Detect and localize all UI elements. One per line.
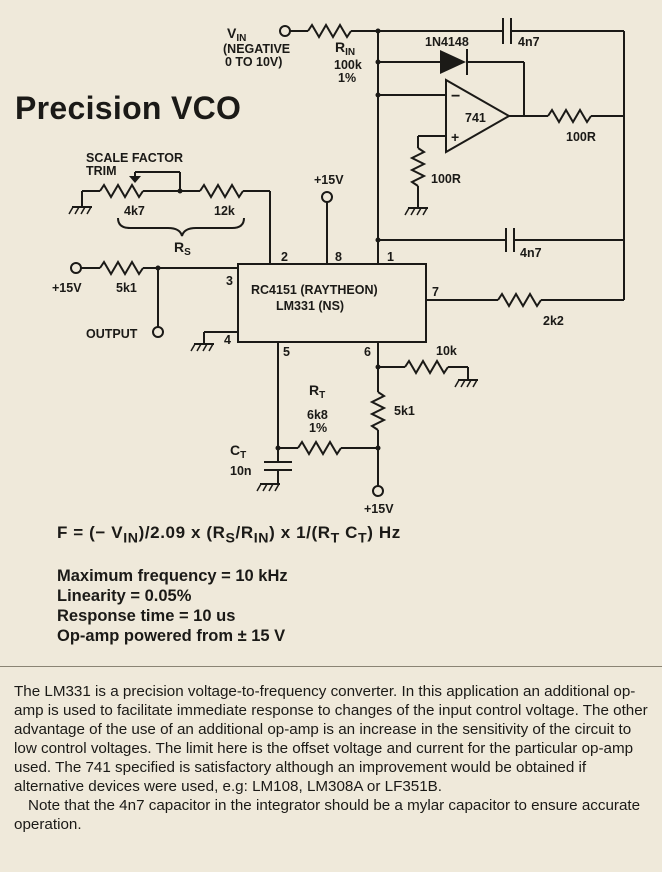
supply-top-label: +15V (314, 173, 344, 187)
scale-trim-pot (99, 183, 144, 199)
r-100r-plus (409, 147, 427, 187)
frequency-formula: F = (− VIN)/2.09 x (RS/RIN) x 1/(RT CT) … (57, 523, 401, 547)
paragraph-1: The LM331 is a precision voltage-to-freq… (14, 683, 648, 795)
opamp-741 (445, 78, 512, 154)
rt-value-2: 1% (309, 421, 327, 435)
opamp-label: 741 (465, 111, 486, 125)
ground-symbol (404, 207, 429, 216)
ct-capacitor (264, 461, 292, 471)
vin-note-2: 0 TO 10V) (225, 55, 282, 69)
r-opamp-out-label: 100R (566, 130, 596, 144)
cap-mid-label: 4n7 (520, 246, 542, 260)
cap-mid-4n7 (505, 228, 515, 252)
rin-value-2: 1% (338, 71, 356, 85)
r-5k1-left-label: 5k1 (116, 281, 137, 295)
r-100r-output (547, 108, 592, 124)
lm331-chip (237, 263, 427, 343)
pin-6: 6 (364, 345, 371, 359)
supply-bottom-terminal (372, 485, 384, 497)
pin-5: 5 (283, 345, 290, 359)
output-terminal (152, 326, 164, 338)
rs-brace (117, 217, 245, 237)
supply-bottom-label: +15V (364, 502, 394, 516)
r-12k-label: 12k (214, 204, 235, 218)
circuit-schematic: VIN (NEGATIVE 0 TO 10V) RIN 100k 1% 1N41… (52, 18, 625, 516)
vin-terminal (279, 25, 291, 37)
r-5k1-right (369, 391, 387, 431)
rin-value-1: 100k (334, 58, 362, 72)
chip-label-1: RC4151 (RAYTHEON) (251, 283, 378, 297)
r-2k2-label: 2k2 (543, 314, 564, 328)
vin-note-1: (NEGATIVE (223, 42, 290, 56)
pot-value: 4k7 (124, 204, 145, 218)
r-10k-label: 10k (436, 344, 457, 358)
rin-resistor (307, 23, 352, 39)
opamp-plus: + (451, 129, 459, 145)
diode-1n4148 (440, 49, 468, 75)
svg-text:VIN: VIN (227, 25, 246, 44)
r-5k1-right-label: 5k1 (394, 404, 415, 418)
chip-label-2: LM331 (NS) (276, 299, 344, 313)
rt-resistor (297, 440, 342, 456)
spec-opamp-power: Op-amp powered from ± 15 V (57, 627, 286, 645)
svg-text:RT: RT (309, 382, 325, 401)
spec-max-frequency: Maximum frequency = 10 kHz (57, 567, 288, 585)
paragraph-2: Note that the 4n7 capacitor in the integ… (14, 797, 641, 833)
pin-7: 7 (432, 285, 439, 299)
supply-left-label: +15V (52, 281, 82, 295)
svg-text:RIN: RIN (335, 39, 355, 58)
pin-2: 2 (281, 250, 288, 264)
spec-linearity: Linearity = 0.05% (57, 587, 192, 605)
cap-top-4n7 (502, 18, 512, 44)
description: The LM331 is a precision voltage-to-freq… (14, 682, 654, 834)
spec-response-time: Response time = 10 us (57, 607, 236, 625)
scale-trim-1: SCALE FACTOR (86, 151, 183, 165)
opamp-minus: − (451, 88, 460, 105)
r-12k (199, 183, 244, 199)
ct-value: 10n (230, 464, 252, 478)
r-opamp-plus-label: 100R (431, 172, 461, 186)
cap-top-label: 4n7 (518, 35, 540, 49)
pin-8: 8 (335, 250, 342, 264)
output-label: OUTPUT (86, 327, 138, 341)
pin-1: 1 (387, 250, 394, 264)
scale-trim-2: TRIM (86, 164, 117, 178)
pin-4: 4 (224, 333, 231, 347)
diode-label: 1N4148 (425, 35, 469, 49)
svg-text:CT: CT (230, 442, 246, 461)
divider (0, 666, 662, 667)
r-5k1-left (99, 260, 144, 276)
supply-top-terminal (321, 191, 333, 203)
pin-3: 3 (226, 274, 233, 288)
spec-list: Maximum frequency = 10 kHz Linearity = 0… (57, 566, 288, 646)
r-2k2 (497, 292, 542, 308)
rt-value-1: 6k8 (307, 408, 328, 422)
page-title: Precision VCO (15, 90, 242, 126)
r-10k (404, 359, 449, 375)
svg-text:RS: RS (174, 239, 191, 258)
supply-left-terminal (70, 262, 82, 274)
